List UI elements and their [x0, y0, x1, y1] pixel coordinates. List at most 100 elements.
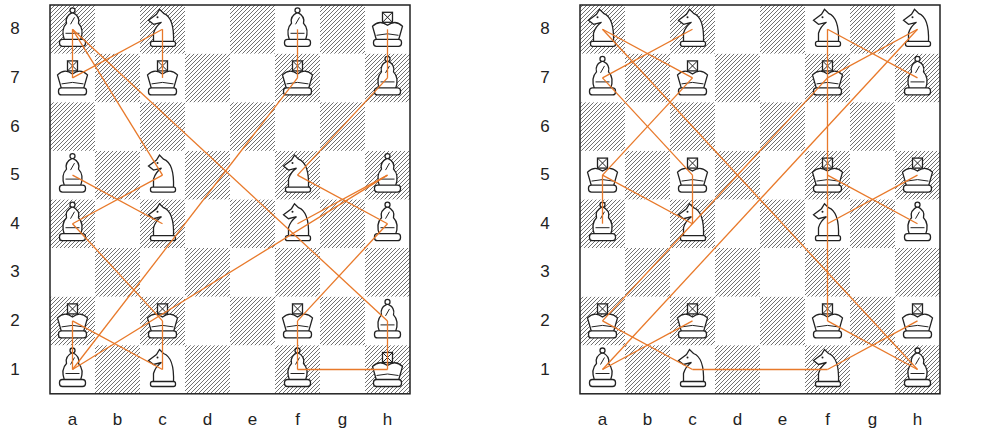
move-line: [73, 175, 388, 369]
board-square: [185, 5, 230, 54]
board-square: [230, 248, 275, 297]
rank-label: 8: [540, 19, 549, 39]
board-square: [230, 102, 275, 151]
knight-piece: [149, 204, 176, 241]
move-line: [603, 78, 828, 321]
board-square: [95, 5, 140, 54]
move-line: [602, 175, 603, 224]
move-line: [298, 175, 388, 224]
move-line: [828, 175, 918, 224]
board-square: [320, 297, 365, 346]
board-square: [850, 199, 895, 248]
board-square: [760, 54, 805, 103]
move-line: [603, 175, 693, 224]
board-square: [95, 151, 140, 200]
knight-piece: [284, 204, 311, 241]
bishop-piece: [375, 154, 401, 193]
move-line: [828, 175, 918, 224]
file-label: f: [295, 410, 300, 430]
knight-piece: [679, 350, 706, 387]
file-label: f: [825, 410, 830, 430]
board-border: [580, 5, 940, 394]
board-border: [50, 5, 410, 394]
move-line: [828, 321, 918, 370]
knight-piece: [814, 350, 841, 387]
board-square: [850, 151, 895, 200]
move-line: [298, 224, 388, 321]
move-line: [72, 29, 73, 78]
board-square: [50, 102, 95, 151]
move-line: [297, 29, 298, 78]
bishop-piece: [590, 348, 616, 387]
move-line: [603, 29, 693, 78]
board-square: [715, 102, 760, 151]
board-square: [850, 345, 895, 394]
board-square: [625, 345, 670, 394]
file-label: b: [643, 410, 652, 430]
board-square: [320, 54, 365, 103]
board-square: [320, 151, 365, 200]
rank-label: 6: [10, 117, 19, 137]
board-square: [760, 248, 805, 297]
board-square: [365, 248, 410, 297]
rank-label: 4: [10, 214, 19, 234]
move-line: [73, 29, 163, 78]
bishop-piece: [905, 348, 931, 387]
board-square: [185, 199, 230, 248]
file-label: h: [383, 410, 392, 430]
board-square: [760, 297, 805, 346]
chessboard: [580, 5, 940, 394]
rank-label: 7: [540, 68, 549, 88]
board-square: [230, 199, 275, 248]
bishop-piece: [905, 202, 931, 241]
rank-label: 5: [540, 165, 549, 185]
board-square: [715, 248, 760, 297]
file-label: d: [733, 410, 742, 430]
move-line: [603, 29, 918, 369]
board-square: [230, 5, 275, 54]
rank-label: 4: [540, 214, 549, 234]
bishop-piece: [905, 56, 931, 95]
rank-label: 6: [540, 117, 549, 137]
move-line: [73, 175, 163, 224]
move-line: [73, 175, 163, 224]
board-square: [760, 5, 805, 54]
move-line: [603, 321, 693, 370]
board-square: [185, 297, 230, 346]
board-square: [715, 5, 760, 54]
file-label: c: [688, 410, 697, 430]
board-square: [580, 248, 625, 297]
move-line: [73, 29, 388, 321]
board-square: [185, 54, 230, 103]
move-line: [603, 29, 918, 369]
move-line: [603, 78, 693, 175]
board-square: [715, 297, 760, 346]
chessboard: [50, 5, 410, 394]
move-line: [73, 78, 298, 370]
board-square: [185, 248, 230, 297]
move-line: [73, 29, 163, 175]
board-square: [715, 54, 760, 103]
board-square: [850, 5, 895, 54]
board-square: [365, 102, 410, 151]
move-line: [298, 78, 388, 175]
board-square: [230, 151, 275, 200]
rank-label: 2: [10, 311, 19, 331]
file-label: a: [598, 410, 607, 430]
file-label: c: [158, 410, 167, 430]
move-line: [603, 29, 693, 78]
move-line: [298, 369, 388, 370]
rank-label: 1: [10, 360, 19, 380]
bishop-piece: [60, 202, 86, 241]
move-line: [73, 224, 163, 321]
file-label: h: [913, 410, 922, 430]
move-line: [603, 321, 693, 370]
rank-label: 2: [540, 311, 549, 331]
board-square: [320, 5, 365, 54]
move-line: [162, 29, 163, 78]
board-square: [275, 248, 320, 297]
move-line: [828, 29, 918, 78]
knight-piece: [589, 9, 616, 46]
file-label: g: [338, 410, 347, 430]
